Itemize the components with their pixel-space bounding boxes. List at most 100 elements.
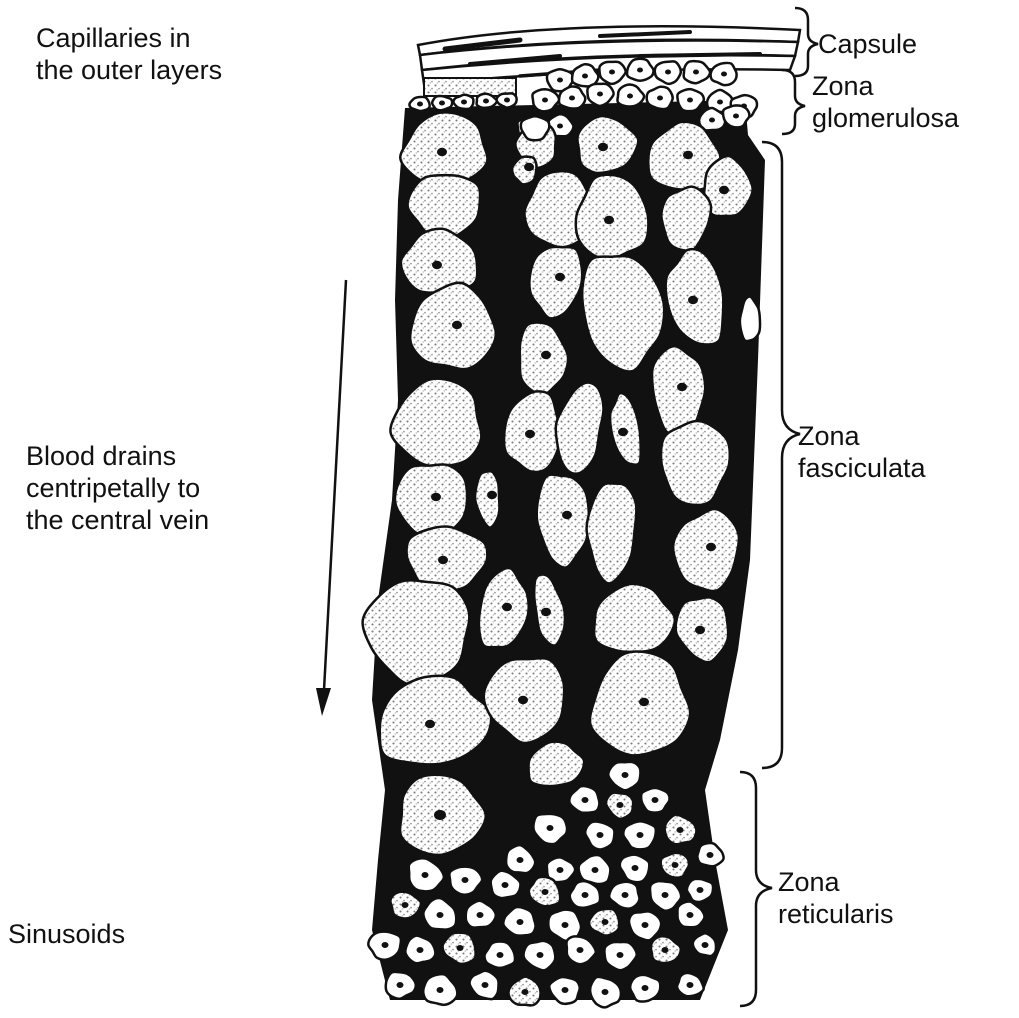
cell-nucleus — [733, 113, 739, 118]
cell-nucleus — [562, 511, 572, 520]
cell-nucleus — [452, 321, 462, 330]
cell-nucleus — [477, 912, 484, 918]
cell-nucleus — [504, 97, 510, 102]
cell-nucleus — [642, 922, 649, 928]
cell-nucleus — [598, 143, 608, 152]
cell-nucleus — [577, 947, 584, 953]
cell-nucleus — [582, 73, 588, 78]
cell-nucleus — [437, 148, 447, 157]
cell-nucleus — [721, 71, 727, 76]
reticularis-label-line: reticularis — [778, 898, 894, 930]
capillaries-label-line: the outer layers — [36, 54, 222, 86]
cell-nucleus — [461, 99, 467, 104]
cell-nucleus — [431, 493, 441, 502]
cell-nucleus — [652, 797, 659, 803]
fasciculata-brace — [762, 142, 800, 768]
cell-nucleus — [522, 989, 529, 995]
cell-nucleus — [582, 892, 589, 898]
cell-nucleus — [483, 98, 489, 103]
cell-nucleus — [382, 942, 389, 948]
sinusoids-label-text: Sinusoids — [8, 918, 125, 950]
cell-nucleus — [665, 69, 671, 74]
capillaries-label-line: Capillaries in — [36, 22, 222, 54]
cell-nucleus — [617, 952, 624, 958]
cell-nucleus — [542, 97, 548, 102]
cell-nucleus — [425, 720, 435, 729]
cell-nucleus — [502, 603, 512, 612]
cell-nucleus — [562, 922, 569, 928]
glomerulosa-brace — [782, 70, 805, 134]
capsule-label-text: Capsule — [818, 28, 917, 60]
cell-nucleus — [437, 912, 444, 918]
cell-nucleus — [524, 163, 534, 172]
glomerulosa-label: Zona glomerulosa — [812, 70, 959, 134]
cell-nucleus — [437, 987, 444, 993]
capillaries-label: Capillaries in the outer layers — [36, 22, 222, 86]
glomerulosa-label-line: glomerulosa — [812, 102, 959, 134]
cell-nucleus — [541, 351, 551, 360]
cell-nucleus — [609, 69, 615, 74]
cell-nucleus — [562, 987, 569, 993]
cell-nucleus — [457, 945, 464, 951]
blood-drains-label: Blood drains centripetally to the centra… — [26, 440, 209, 536]
cell-nucleus — [569, 95, 575, 100]
cell-nucleus — [717, 99, 723, 104]
cell-nucleus — [662, 947, 669, 953]
cell-nucleus — [438, 556, 448, 565]
cell-nucleus — [642, 985, 649, 991]
cell-nucleus — [462, 877, 469, 883]
cell-nucleus — [537, 952, 544, 958]
cell-nucleus — [627, 93, 633, 98]
cell-nucleus — [439, 100, 445, 105]
cell-nucleus — [677, 827, 684, 833]
cell-nucleus — [622, 772, 629, 778]
blood-drains-label-line: the central vein — [26, 504, 209, 536]
cell-nucleus — [582, 797, 589, 803]
reticularis-label: Zona reticularis — [778, 866, 894, 930]
cell-nucleus — [402, 902, 409, 908]
capsule-label: Capsule — [818, 28, 917, 60]
cell-nucleus — [672, 862, 679, 868]
cell-nucleus — [597, 91, 603, 96]
cell-nucleus — [432, 261, 442, 270]
cell-nucleus — [719, 186, 729, 195]
fasciculata-label: Zona fasciculata — [798, 420, 926, 484]
cell-nucleus — [518, 696, 528, 705]
blood-drains-label-line: centripetally to — [26, 472, 209, 504]
cell-nucleus — [617, 802, 624, 808]
cell-nucleus — [434, 810, 446, 820]
cell-nucleus — [517, 857, 524, 863]
cell-nucleus — [632, 865, 639, 871]
cell-nucleus — [637, 832, 644, 838]
cell-nucleus — [602, 919, 609, 925]
cell-nucleus — [602, 989, 609, 995]
fasciculata-label-line: fasciculata — [798, 452, 926, 484]
cell-nucleus — [417, 101, 423, 106]
cell-nucleus — [557, 123, 563, 128]
cell-nucleus — [517, 919, 524, 925]
cell-nucleus — [662, 892, 669, 898]
cell-nucleus — [695, 626, 705, 635]
reticularis-brace — [740, 772, 772, 1006]
cell — [521, 116, 549, 140]
cell-nucleus — [557, 867, 564, 873]
cell-nucleus — [706, 543, 716, 552]
cell-nucleus — [557, 77, 563, 82]
cell-nucleus — [677, 383, 687, 392]
cell-nucleus — [687, 912, 694, 918]
cell-nucleus — [707, 852, 714, 858]
cell-nucleus — [687, 982, 694, 988]
blood-drains-label-line: Blood drains — [26, 440, 209, 472]
cell-nucleus — [541, 608, 551, 617]
cell-nucleus — [397, 982, 404, 988]
cell-nucleus — [502, 882, 509, 888]
sinusoids-label: Sinusoids — [8, 918, 125, 950]
cell-nucleus — [604, 216, 614, 225]
cell-nucleus — [542, 889, 549, 895]
cell-nucleus — [482, 982, 489, 988]
cell-nucleus — [417, 947, 424, 953]
cell-nucleus — [693, 69, 699, 74]
cell-nucleus — [687, 97, 693, 102]
cell-nucleus — [697, 887, 704, 893]
